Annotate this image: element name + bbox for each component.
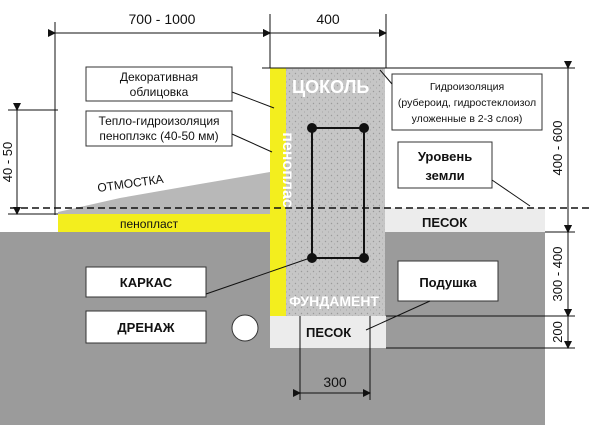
waterproofing-label-1: Гидроизоляция [430, 81, 504, 93]
dim-right-lower: 200 [550, 321, 565, 343]
sand-bottom-label: ПЕСОК [306, 325, 351, 340]
waterproofing-label-2: (рубероид, гидростеклоизол [398, 97, 536, 109]
drainage-pipe [231, 314, 259, 342]
foam-vertical-label: пеноплас [279, 132, 296, 208]
dim-right-upper: 400 - 600 [550, 121, 565, 176]
dim-top-left: 700 - 1000 [129, 11, 196, 27]
vertical-foam [270, 68, 286, 318]
insulation-label-2: пеноплэкс (40-50 мм) [99, 129, 218, 143]
ground-level-label-1: Уровень [418, 149, 472, 164]
dim-right-middle: 300 - 400 [550, 247, 565, 302]
horizontal-foam [58, 214, 278, 232]
foam-horizontal-label: пенопласт [120, 217, 179, 231]
decor-box [85, 66, 233, 102]
rebar-dot [307, 123, 317, 133]
drainage-label: ДРЕНАЖ [117, 320, 174, 335]
cushion-label: Подушка [419, 275, 477, 290]
insulation-box [85, 110, 233, 147]
decor-label-2: облицовка [130, 85, 189, 99]
dim-top-right: 400 [316, 11, 340, 27]
ground-level-box [397, 141, 493, 189]
cushion-box [397, 260, 499, 302]
blind-area-gravel [58, 172, 272, 214]
sand-cushion [270, 316, 386, 348]
ground-level-label-2: земли [425, 168, 464, 183]
foundation-concrete [286, 68, 385, 316]
waterproofing-label-3: уложенные в 2-3 слоя) [412, 113, 523, 125]
decor-label-1: Декоративная [120, 70, 198, 84]
plinth-label: ЦОКОЛЬ [292, 77, 369, 97]
dim-left-vertical: 40 - 50 [0, 142, 15, 182]
insulation-label-1: Тепло-гидроизоляция [98, 114, 219, 128]
drainage-box [85, 310, 207, 344]
blind-area-label: ОТМОСТКА [96, 172, 164, 195]
foundation-label: ФУНДАМЕНТ [289, 293, 379, 309]
rebar-dot [359, 253, 369, 263]
frame-label: КАРКАС [120, 275, 173, 290]
dim-bottom: 300 [323, 374, 347, 390]
rebar-dot [359, 123, 369, 133]
sand-right [385, 208, 545, 232]
rebar-dot [307, 253, 317, 263]
frame-box [85, 266, 207, 298]
rebar-frame [311, 127, 365, 259]
waterproofing-box [391, 73, 543, 131]
sand-right-label: ПЕСОК [422, 215, 467, 230]
